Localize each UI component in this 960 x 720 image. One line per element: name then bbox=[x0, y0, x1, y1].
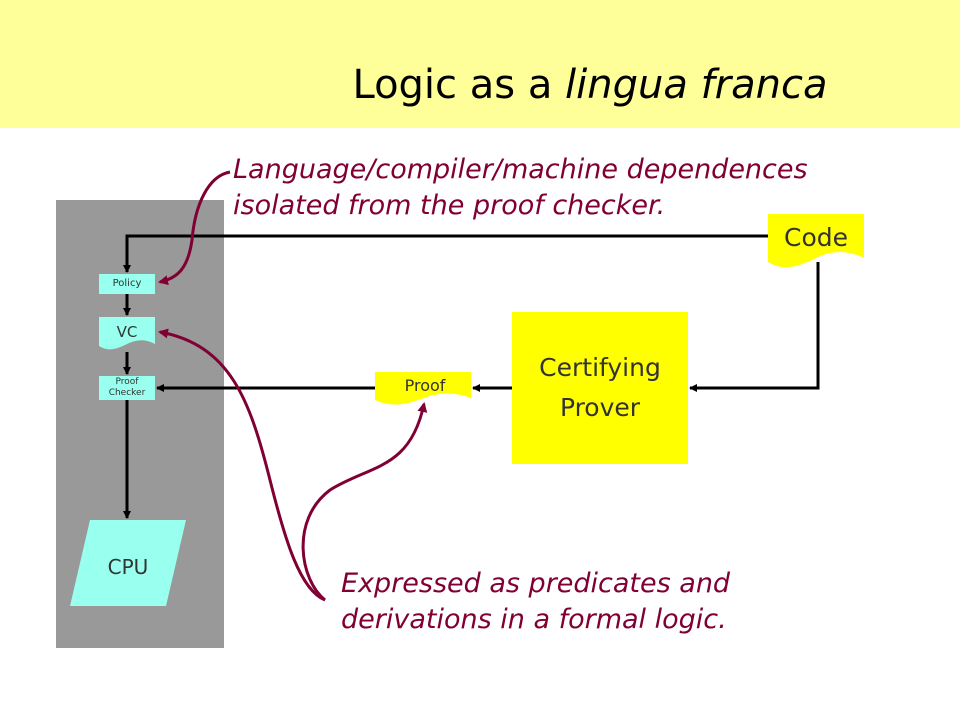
proof-shape bbox=[375, 372, 471, 405]
bottom-annotation: Expressed as predicates and derivations … bbox=[341, 566, 730, 638]
title-italic: lingua franca bbox=[565, 62, 828, 108]
cpu-label: CPU bbox=[108, 555, 149, 579]
code-to-prover-arrow bbox=[689, 262, 820, 392]
top-annotation: Language/compiler/machine dependences is… bbox=[233, 152, 808, 224]
bottom-annotation-line-1: Expressed as predicates and bbox=[341, 568, 731, 599]
cpu-shape bbox=[70, 520, 186, 606]
slide-title: Logic as a lingua franca bbox=[0, 62, 960, 108]
vc-shape bbox=[99, 317, 155, 350]
top-note-pointer bbox=[158, 170, 231, 286]
bottom-annotation-line-2: derivations in a formal logic. bbox=[341, 604, 727, 635]
bottom-note-pointer-proof bbox=[301, 402, 428, 602]
vc-label: VC bbox=[117, 323, 138, 341]
title-bar bbox=[0, 0, 960, 128]
title-prefix: Logic as a bbox=[352, 62, 566, 108]
proof-label: Proof bbox=[405, 376, 446, 395]
policy-label: Policy bbox=[112, 278, 142, 289]
top-annotation-line-2: isolated from the proof checker. bbox=[233, 190, 666, 221]
policy-box: Policy bbox=[99, 274, 155, 294]
bottom-note-pointer-vc bbox=[158, 328, 326, 602]
code-label: Code bbox=[784, 223, 848, 252]
code-shape bbox=[768, 214, 864, 268]
code-to-policy-arrow bbox=[123, 234, 768, 273]
top-annotation-line-1: Language/compiler/machine dependences bbox=[233, 154, 808, 185]
